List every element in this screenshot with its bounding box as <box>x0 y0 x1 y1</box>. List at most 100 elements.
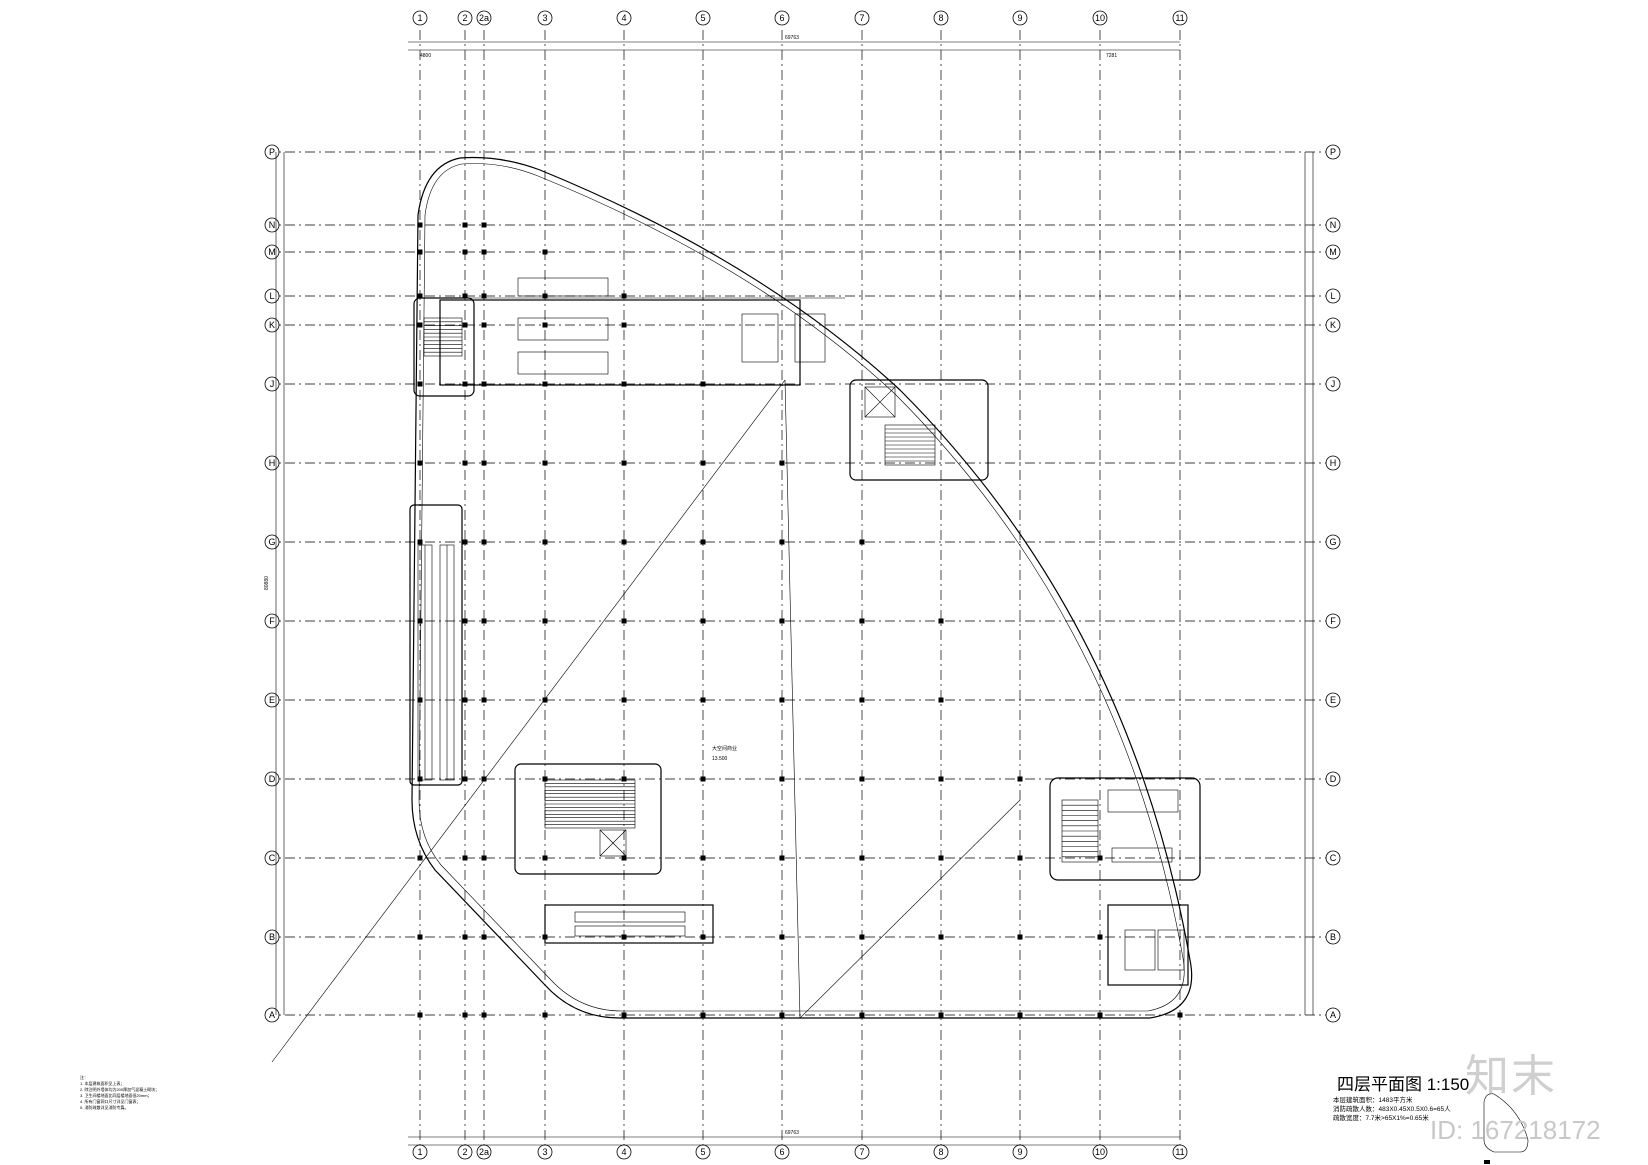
grid-bubble-label: 2 <box>462 13 467 23</box>
column <box>462 618 468 624</box>
general-notes: 注： 1. 本层建筑面积见上表； 2. 除注明外墙体均为200厚加气混凝土砌块；… <box>80 1075 159 1111</box>
center-stair-treads <box>545 783 635 825</box>
grid-bubble <box>1325 376 1341 392</box>
northeast-stair-treads <box>885 428 935 462</box>
grid-bubble-label: 7 <box>859 13 864 23</box>
column <box>700 1012 706 1018</box>
left-stair-treads <box>424 321 462 353</box>
column <box>779 460 785 466</box>
grid-bubble-label: J <box>1331 379 1336 389</box>
grid-bubble <box>264 244 280 260</box>
grid-bubble-label: 7 <box>859 1147 864 1157</box>
grid-bubble-label: 2a <box>479 13 489 23</box>
column <box>700 697 706 703</box>
grid-bubble <box>476 10 492 26</box>
column <box>462 697 468 703</box>
column <box>462 381 468 387</box>
column <box>481 934 487 940</box>
bottom-total-dim: 69763 <box>785 1130 799 1136</box>
grid-bubble-label: L <box>269 291 274 301</box>
grid-bubble <box>1325 771 1341 787</box>
grid-bubble-label: P <box>1330 147 1336 157</box>
watermark-id: ID: 167218172 <box>1430 1115 1601 1145</box>
grid-bubble <box>616 10 632 26</box>
grid-bubble-label: E <box>1330 695 1336 705</box>
grid-bubble-label: B <box>269 932 275 942</box>
general-note-line: 1. 本层建筑面积见上表； <box>80 1081 125 1086</box>
column <box>481 855 487 861</box>
column <box>779 697 785 703</box>
column <box>417 249 423 255</box>
general-note-line: 注： <box>80 1075 88 1080</box>
hall-elevation: 13.500 <box>712 756 728 762</box>
column <box>700 539 706 545</box>
column <box>1017 855 1023 861</box>
grid-bubble <box>1325 144 1341 160</box>
column <box>779 934 785 940</box>
grid-bubble-label: 2a <box>479 1147 489 1157</box>
column <box>481 539 487 545</box>
grid-bubble-label: 4 <box>621 1147 626 1157</box>
grid-bubble <box>1325 317 1341 333</box>
column <box>779 539 785 545</box>
column <box>417 293 423 299</box>
watermark-logo: 知末 <box>1465 1052 1557 1101</box>
plan-note-line: 消防疏散人数：483X0.45X0.5X0.6=65人 <box>1333 1106 1451 1113</box>
grid-bubble-label: C <box>269 853 276 863</box>
column <box>621 293 627 299</box>
grid-bubble <box>264 771 280 787</box>
grid-bubble-label: K <box>269 320 275 330</box>
grid-bubble <box>1172 10 1188 26</box>
grid-bubble <box>1325 244 1341 260</box>
column <box>1097 1012 1103 1018</box>
column <box>462 776 468 782</box>
grid-bubble <box>264 376 280 392</box>
column <box>621 697 627 703</box>
left-escalator[interactable] <box>409 504 463 786</box>
grid-bubble <box>264 1007 280 1023</box>
top-total-dim: 69763 <box>785 35 799 41</box>
column <box>417 222 423 228</box>
column <box>621 1012 627 1018</box>
column <box>938 618 944 624</box>
northeast-stair-core[interactable] <box>849 379 989 481</box>
grid-bubble <box>1325 455 1341 471</box>
grid-bubble-label: D <box>269 774 276 784</box>
column <box>417 539 423 545</box>
column <box>481 776 487 782</box>
grid-bubble <box>1325 217 1341 233</box>
column <box>621 322 627 328</box>
bottom-escalator[interactable] <box>544 904 714 944</box>
general-note-line: 2. 除注明外墙体均为200厚加气混凝土砌块； <box>80 1087 160 1092</box>
grid-bubble-label: 5 <box>700 13 705 23</box>
grid-bubble <box>1325 613 1341 629</box>
column <box>417 934 423 940</box>
grid-bubble-label: 8 <box>938 13 943 23</box>
column <box>542 618 548 624</box>
column <box>417 1012 423 1018</box>
building-outline <box>411 156 1193 1019</box>
center-stair-core[interactable] <box>514 763 662 875</box>
plan-notes: 本层建筑面积：1483平方米 消防疏散人数：483X0.45X0.5X0.6=6… <box>1333 1096 1451 1123</box>
grid-bubble-label: 9 <box>1017 13 1022 23</box>
grid-bubble-label: 10 <box>1095 13 1105 23</box>
grid-bubble <box>264 692 280 708</box>
left-stair-core[interactable] <box>413 297 475 397</box>
grid-bubble-label: 3 <box>542 1147 547 1157</box>
left-total-dim: 80880 <box>264 576 270 590</box>
grid-bubble <box>933 10 949 26</box>
grid-bubble <box>774 10 790 26</box>
plan-note-line: 疏散宽度：7.7米>65X1%=0.65米 <box>1333 1115 1429 1122</box>
column <box>481 460 487 466</box>
southeast-core[interactable] <box>1049 777 1201 986</box>
grid-bubble-label: 2 <box>462 1147 467 1157</box>
column <box>859 1012 865 1018</box>
column <box>621 934 627 940</box>
grid-bubble-label: M <box>1329 247 1337 257</box>
grid-lines <box>265 30 1335 1150</box>
column <box>462 322 468 328</box>
grid-bubble-label: L <box>1330 291 1335 301</box>
column <box>1097 855 1103 861</box>
grid-bubble-label: 9 <box>1017 1147 1022 1157</box>
